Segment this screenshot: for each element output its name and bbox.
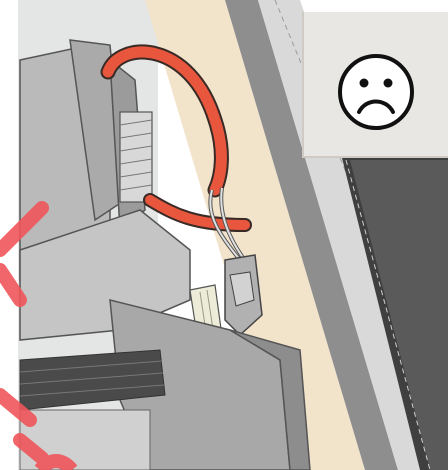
sad-face-callout (302, 12, 448, 158)
sad-face-icon (336, 52, 416, 132)
ridged-connector (120, 112, 152, 202)
